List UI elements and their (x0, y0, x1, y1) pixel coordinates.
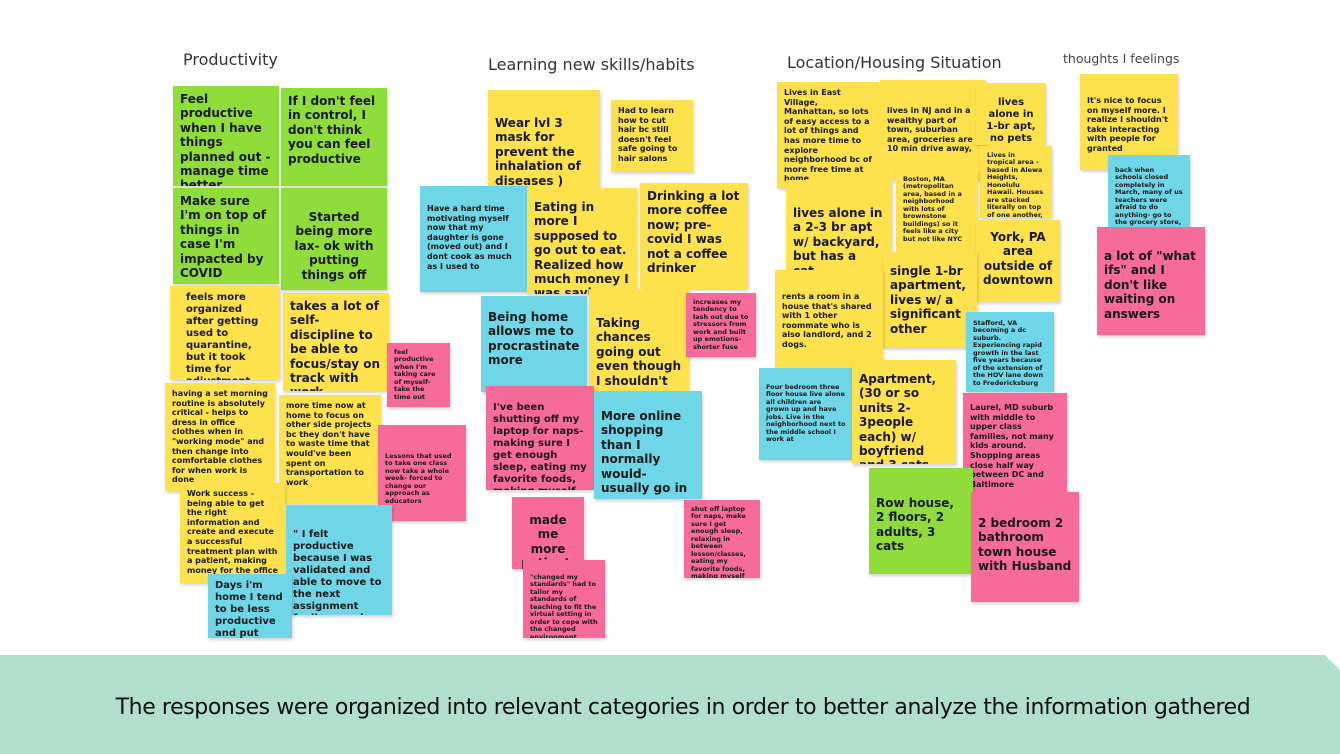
sticky-note[interactable]: 2 bedroom 2 bathroom town house with Hus… (971, 492, 1079, 602)
heading-location-housing: Location/Housing Situation (787, 53, 1002, 72)
sticky-note[interactable]: Had to learn how to cut hair bc still do… (611, 100, 693, 172)
sticky-note[interactable]: made me more patient, (512, 497, 584, 569)
sticky-note[interactable]: Laurel, MD suburb with middle to upper c… (963, 393, 1067, 497)
sticky-note[interactable]: Drinking a lot more coffee now; pre-covi… (640, 183, 748, 289)
sticky-note[interactable]: takes a lot of self-discipline to be abl… (283, 293, 389, 391)
sticky-note[interactable]: increases my tendency to lash out due to… (686, 293, 756, 357)
sticky-note[interactable]: Taking chances going out even though I s… (589, 290, 689, 392)
sticky-note[interactable]: Eating in more I supposed to go out to e… (527, 188, 637, 294)
heading-productivity: Productivity (183, 50, 278, 69)
sticky-note[interactable]: Make sure I'm on top of things in case I… (173, 188, 279, 284)
sticky-note[interactable]: Stafford, VA becoming a dc suburb. Exper… (966, 312, 1054, 392)
sticky-note[interactable]: having a set morning routine is absolute… (165, 383, 275, 491)
sticky-note[interactable]: Row house, 2 floors, 2 adults, 3 cats (869, 468, 973, 574)
sticky-note[interactable]: If I don't feel in control, I don't thin… (281, 88, 387, 186)
sticky-note[interactable]: Lives in tropical area - based in Alewa … (980, 146, 1052, 218)
sticky-note[interactable]: Feel productive when I have things plann… (173, 86, 279, 186)
sticky-note[interactable]: lives alone in 1-br apt, no pets (976, 83, 1046, 145)
sticky-note[interactable]: Days i'm home I tend to be less producti… (208, 574, 292, 638)
sticky-note[interactable]: a lot of "what ifs" and I don't like wai… (1097, 227, 1205, 335)
sticky-note[interactable]: Lessons that used to take one class now … (378, 425, 466, 521)
sticky-note[interactable]: It's nice to focus on myself more. I rea… (1080, 74, 1178, 170)
sticky-note[interactable]: Boston, MA (metropolitan area, based in … (896, 170, 978, 252)
sticky-note[interactable]: Work success - being able to get the rig… (180, 483, 285, 583)
sticky-note[interactable]: lives alone in a 2-3 br apt w/ backyard,… (786, 180, 892, 276)
slide-caption: The responses were organized into releva… (115, 695, 1251, 720)
sticky-note[interactable]: " I felt productive because I was valida… (286, 505, 392, 615)
caption-banner (0, 655, 1340, 754)
sticky-note[interactable]: more time now at home to focus on other … (279, 395, 381, 503)
sticky-note[interactable]: single 1-br apartment, lives w/ a signif… (883, 252, 977, 348)
sticky-note[interactable]: lives in NJ and in a wealthy part of tow… (880, 80, 986, 180)
sticky-note[interactable]: rents a room in a house that's shared wi… (775, 270, 883, 374)
sticky-note[interactable]: Lives in East Village, Manhattan, so lot… (777, 82, 879, 188)
sticky-note[interactable]: back when schools closed completely in M… (1108, 155, 1190, 229)
heading-learning-skills: Learning new skills/habits (488, 55, 695, 74)
sticky-note[interactable]: Four bedroom three floor house live alon… (759, 368, 853, 460)
sticky-note[interactable]: Started being more lax- ok with putting … (281, 188, 387, 290)
sticky-note[interactable]: Being home allows me to procrastinate mo… (481, 296, 587, 392)
sticky-note[interactable]: More online shopping than I normally wou… (594, 391, 702, 499)
sticky-note[interactable]: I've been shutting off my laptop for nap… (486, 386, 594, 490)
sticky-note[interactable]: York, PA area outside of downtown (976, 220, 1060, 302)
sticky-note[interactable]: "changed my standards" had to tailor my … (523, 560, 605, 638)
sticky-note[interactable]: Have a hard time motivating myself now t… (420, 186, 528, 292)
sticky-note[interactable]: Apartment, (30 or so units 2-3people eac… (852, 360, 956, 464)
heading-thoughts-feelings: thoughts I feelings (1063, 51, 1180, 66)
sticky-note[interactable]: shut off laptop for naps, make sure I ge… (684, 500, 760, 578)
sticky-note[interactable]: feels more organized after getting used … (170, 286, 280, 380)
sticky-note[interactable]: Wear lvl 3 mask for prevent the inhalati… (488, 90, 600, 190)
sticky-note[interactable]: feel productive when I'm taking care of … (387, 343, 450, 407)
